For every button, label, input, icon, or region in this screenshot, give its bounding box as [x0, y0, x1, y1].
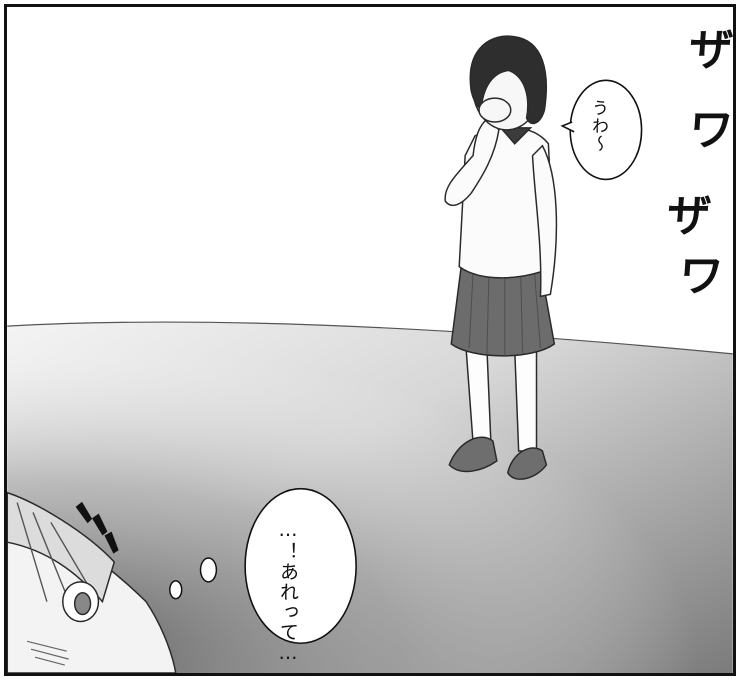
speech-bubble-text: うわ〜: [588, 99, 608, 153]
foreground-girl: [7, 491, 177, 673]
thought-bubble-text: …！あれって…: [277, 519, 299, 665]
sfx-char-2: ワ: [687, 105, 735, 156]
surprise-marks: [75, 501, 119, 554]
floor-shadow: [7, 322, 733, 673]
manga-panel: うわ〜 …！あれって… ザ ワ ザ ワ: [4, 4, 736, 676]
standing-girl: [444, 35, 558, 480]
thought-bubble: [244, 487, 357, 645]
thought-bubble-dot-large: [199, 557, 218, 583]
sfx-char-4: ワ: [677, 251, 725, 302]
floor-horizon-line: [7, 321, 733, 355]
sfx-char-3: ザ: [665, 191, 713, 242]
sfx-char-1: ザ: [687, 25, 735, 76]
panel-art: [7, 7, 733, 673]
speech-bubble-tail: [560, 121, 575, 133]
thought-bubble-dot-small: [169, 580, 183, 600]
